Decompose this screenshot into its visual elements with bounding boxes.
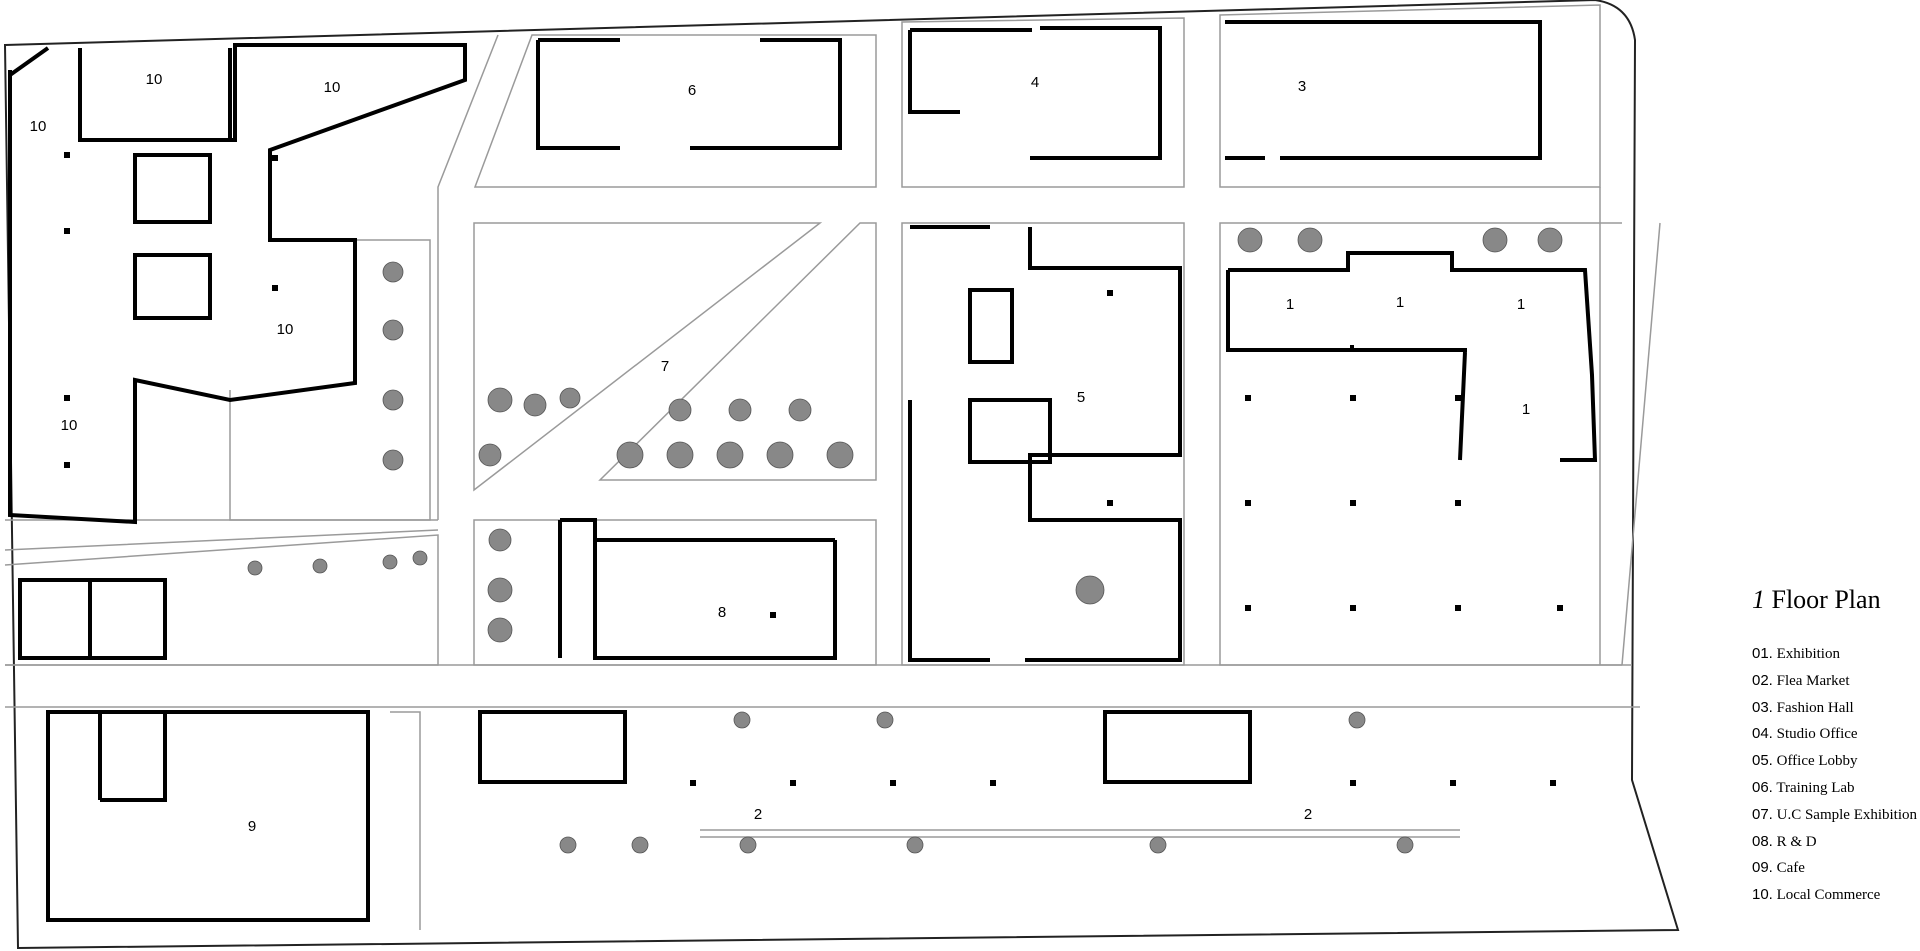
room-label-office-lobby: 5 (1077, 389, 1085, 406)
plan-title-number: 1 (1752, 585, 1765, 614)
room-label-exhibition: 1 (1517, 296, 1525, 313)
legend-item: 09. Cafe (1752, 855, 1917, 882)
legend-label: Cafe (1776, 860, 1805, 877)
room-label-local-commerce: 10 (30, 118, 47, 135)
room-label-flea-market: 2 (1304, 806, 1312, 823)
room-label-fashion-hall: 3 (1298, 78, 1306, 95)
building-walls (8, 20, 1598, 922)
legend-label: R & D (1776, 833, 1817, 850)
legend-label: Training Lab (1776, 779, 1855, 796)
legend-item: 10. Local Commerce (1752, 882, 1917, 909)
plan-title: 1 Floor Plan (1752, 585, 1917, 615)
legend-item: 08. R & D (1752, 829, 1917, 856)
legend-number: 06. (1752, 778, 1773, 796)
room-label-local-commerce: 10 (146, 71, 163, 88)
legend-number: 08. (1752, 832, 1773, 850)
legend-number: 10. (1752, 886, 1773, 904)
room-label-studio-office: 4 (1031, 74, 1039, 91)
legend-number: 01. (1752, 645, 1773, 662)
legend-label: Studio Office (1776, 726, 1858, 743)
legend-item: 02. Flea Market (1752, 668, 1917, 695)
room-label-cafe: 9 (248, 818, 256, 835)
legend-label: Fashion Hall (1776, 699, 1854, 716)
room-label-local-commerce: 10 (61, 417, 78, 434)
room-label-exhibition: 1 (1522, 401, 1530, 418)
room-label-flea-market: 2 (754, 806, 762, 823)
legend-number: 09. (1752, 859, 1773, 877)
legend-item: 07. U.C Sample Exhibition (1752, 802, 1917, 829)
legend-number: 03. (1752, 698, 1773, 716)
legend-number: 05. (1752, 752, 1773, 770)
legend-label: Local Commerce (1776, 887, 1881, 904)
legend-label: Exhibition (1776, 646, 1840, 662)
room-label-exhibition: 1 (1396, 294, 1404, 311)
legend-item: 06. Training Lab (1752, 775, 1917, 802)
room-label-rnd: 8 (718, 604, 726, 621)
room-label-training-lab: 6 (688, 82, 696, 99)
room-label-sample-exhibition: 7 (661, 358, 669, 375)
structural-columns (64, 152, 1563, 786)
legend-number: 07. (1752, 805, 1773, 823)
plan-title-text: Floor Plan (1771, 585, 1881, 614)
legend-item: 01. Exhibition (1752, 641, 1917, 668)
legend-item: 03. Fashion Hall (1752, 695, 1917, 722)
room-labels: 10 10 10 10 10 6 4 3 1 1 1 1 7 5 8 9 2 2 (30, 71, 1531, 835)
legend-label: Flea Market (1776, 672, 1850, 689)
room-label-exhibition: 1 (1286, 296, 1294, 313)
legend-label: U.C Sample Exhibition (1776, 806, 1918, 823)
site-boundary (3, 0, 1680, 950)
legend-item: 04. Studio Office (1752, 721, 1917, 748)
block-outlines (4, 4, 1661, 930)
legend: 1 Floor Plan 01. Exhibition 02. Flea Mar… (1752, 585, 1917, 909)
legend-number: 02. (1752, 671, 1773, 689)
room-label-local-commerce: 10 (277, 321, 294, 338)
legend-number: 04. (1752, 725, 1773, 743)
legend-item: 05. Office Lobby (1752, 748, 1917, 775)
legend-label: Office Lobby (1776, 753, 1858, 770)
room-label-local-commerce: 10 (324, 79, 341, 96)
tree-clusters (247, 227, 1563, 854)
